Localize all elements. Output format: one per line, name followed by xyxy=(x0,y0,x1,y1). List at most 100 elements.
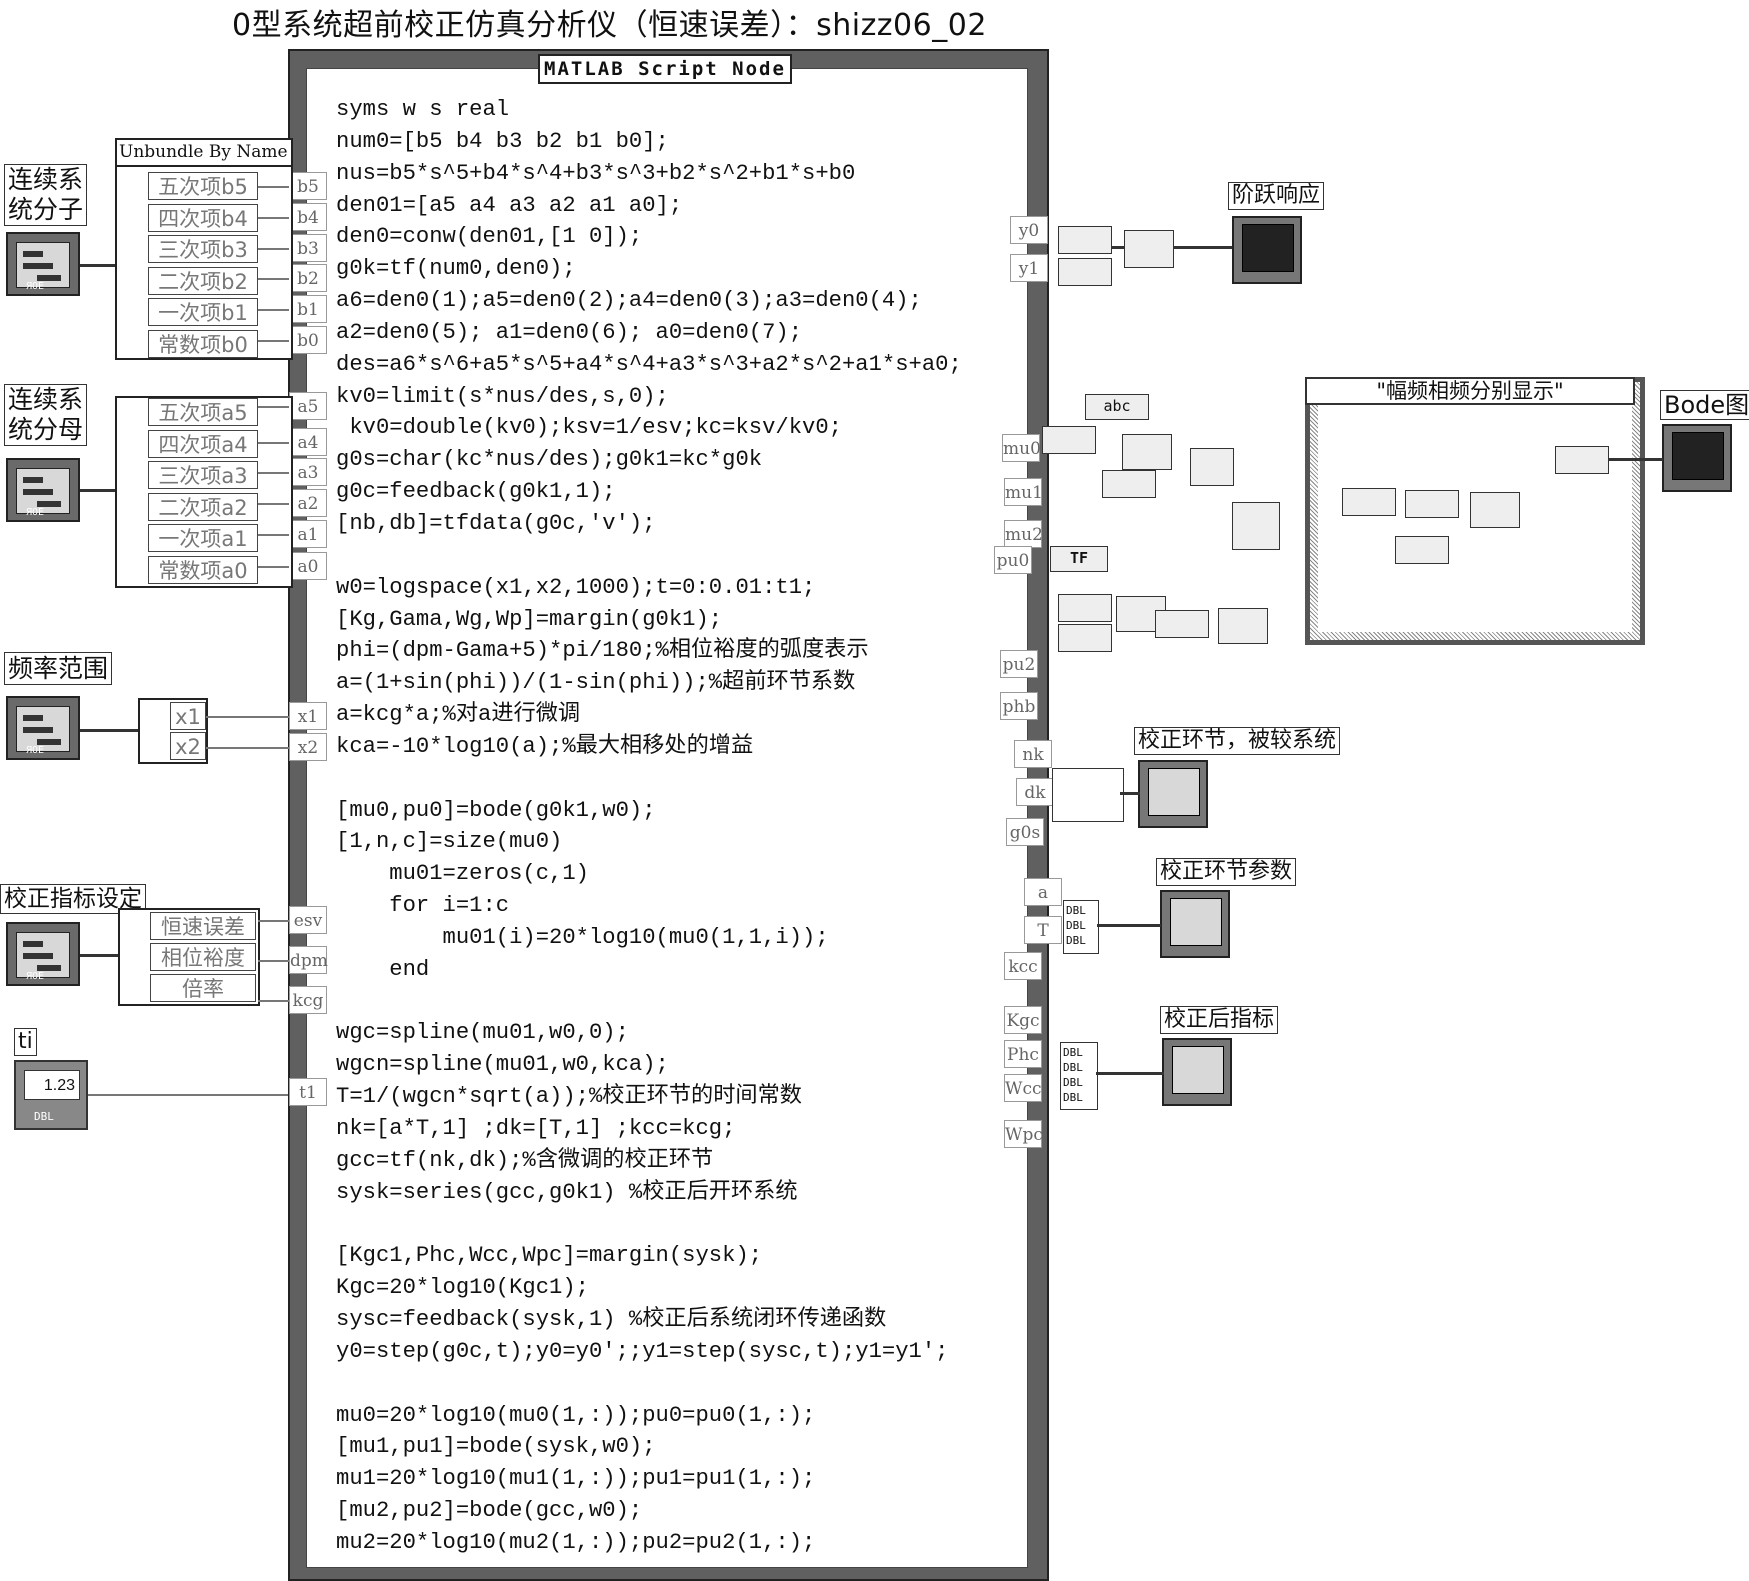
script-node-output-terminal[interactable]: g0s xyxy=(1006,818,1044,846)
unbundle-element: 三次项a3 xyxy=(148,461,258,490)
bundle-node-bode[interactable] xyxy=(1470,492,1520,528)
bundle-node-params[interactable]: DBL DBL DBL xyxy=(1063,900,1099,954)
script-node-output-terminal[interactable]: mu2 xyxy=(1004,520,1043,548)
bundle-node-mu2[interactable] xyxy=(1190,448,1234,486)
bundle-node-compare[interactable] xyxy=(1052,768,1124,822)
script-node-input-terminal[interactable]: b5 xyxy=(289,172,327,200)
script-node-output-terminal[interactable]: a xyxy=(1024,878,1062,906)
build-array-node-pu1[interactable] xyxy=(1058,624,1112,652)
build-array-node-y0[interactable] xyxy=(1058,226,1112,254)
script-node-input-terminal[interactable]: x2 xyxy=(289,733,327,761)
select-node[interactable] xyxy=(1232,502,1280,550)
script-node-input-terminal[interactable]: b2 xyxy=(289,264,327,292)
script-node-output-terminal[interactable]: T xyxy=(1024,916,1062,944)
string-constant[interactable]: abc xyxy=(1085,394,1149,420)
after-cluster-indicator[interactable] xyxy=(1162,1038,1232,1106)
script-node-output-terminal[interactable]: Kgc xyxy=(1004,1006,1042,1034)
script-node-output-terminal[interactable]: mu1 xyxy=(1004,478,1043,506)
type-tag: ЯОЕ xyxy=(26,971,45,982)
script-node-output-terminal[interactable]: pu0 xyxy=(994,546,1032,574)
script-node-output-terminal[interactable]: Wcc xyxy=(1004,1074,1042,1102)
numerator-cluster-control[interactable]: ЯОЕ xyxy=(6,232,80,296)
script-node-input-terminal[interactable]: a3 xyxy=(289,458,327,486)
vi-title: 0型系统超前校正仿真分析仪（恒速误差）：shizz06_02 xyxy=(232,8,987,43)
bode-label: Bode图 xyxy=(1660,390,1749,420)
unbundle-element: 倍率 xyxy=(150,974,256,1002)
build-array-node-mu2[interactable] xyxy=(1102,470,1156,498)
script-node-input-terminal[interactable]: b1 xyxy=(289,295,327,323)
script-node-input-terminal[interactable]: a2 xyxy=(289,489,327,517)
build-array-node-2[interactable] xyxy=(1405,490,1459,518)
script-node-output-terminal[interactable]: y0 xyxy=(1010,216,1048,244)
build-array-node-mu[interactable] xyxy=(1042,426,1096,454)
unbundle-element: 二次项b2 xyxy=(148,266,258,295)
tf-constant[interactable]: TF xyxy=(1050,546,1108,572)
script-node-output-terminal[interactable]: Phc xyxy=(1004,1040,1042,1068)
build-array-node-pu0[interactable] xyxy=(1058,594,1112,622)
script-node-input-terminal[interactable]: a1 xyxy=(289,520,327,548)
dbl-tag: DBL xyxy=(1063,1061,1083,1074)
denominator-cluster-control[interactable]: ЯОЕ xyxy=(6,458,80,522)
spec-cluster-control[interactable]: ЯОЕ xyxy=(6,922,80,986)
dbl-tag: DBL xyxy=(1066,934,1086,947)
params-label: 校正环节参数 xyxy=(1156,858,1297,886)
case-selector[interactable]: "幅频相频分别显示" xyxy=(1305,377,1635,405)
script-node-output-terminal[interactable]: kcc xyxy=(1004,952,1042,980)
params-cluster-indicator[interactable] xyxy=(1160,890,1230,958)
bundle-node-mu[interactable] xyxy=(1122,434,1172,470)
script-node-input-terminal[interactable]: a0 xyxy=(289,552,327,580)
script-node-output-terminal[interactable]: Wpc xyxy=(1004,1120,1043,1148)
matlab-script-code[interactable]: syms w s real num0=[b5 b4 b3 b2 b1 b0]; … xyxy=(336,97,962,1555)
script-node-input-terminal[interactable]: esv xyxy=(289,906,327,934)
script-node-output-terminal[interactable]: dk xyxy=(1016,778,1054,806)
script-node-input-terminal[interactable]: dpm xyxy=(289,946,328,974)
script-node-output-terminal[interactable]: nk xyxy=(1014,740,1052,768)
unbundle-element: 常数项a0 xyxy=(148,556,258,584)
script-node-input-terminal[interactable]: a5 xyxy=(289,392,327,420)
unbundle-title: Unbundle By Name xyxy=(117,140,291,167)
wire xyxy=(80,264,132,267)
build-array-node-pu2[interactable] xyxy=(1155,610,1209,638)
script-node-input-terminal[interactable]: b4 xyxy=(289,203,327,231)
script-node-input-terminal[interactable]: kcg xyxy=(289,986,327,1014)
script-node-input-terminal[interactable]: t1 xyxy=(289,1078,327,1106)
build-array-node-bode[interactable] xyxy=(1555,446,1609,474)
bundle-node-after[interactable]: DBL DBL DBL DBL xyxy=(1060,1042,1098,1110)
script-node-output-terminal[interactable]: pu2 xyxy=(1000,650,1038,678)
unbundle-element: 二次项a2 xyxy=(148,492,258,521)
wire xyxy=(1120,792,1140,795)
spec-label: 校正指标设定 xyxy=(0,884,146,914)
bundle-node-step[interactable] xyxy=(1124,230,1174,268)
wire xyxy=(258,248,289,250)
step-response-graph-indicator[interactable] xyxy=(1232,216,1302,284)
unbundle-element: x1 xyxy=(170,702,206,730)
bode-graph-indicator[interactable] xyxy=(1662,424,1732,492)
unbundle-element: 一次项a1 xyxy=(148,524,258,553)
step-response-label: 阶跃响应 xyxy=(1228,182,1325,210)
build-array-node-1[interactable] xyxy=(1342,488,1396,516)
wire xyxy=(1096,1072,1164,1075)
script-node-input-terminal[interactable]: b0 xyxy=(289,326,327,354)
script-node-input-terminal[interactable]: a4 xyxy=(289,428,327,456)
script-node-output-terminal[interactable]: phb xyxy=(1000,692,1038,720)
freq-range-cluster-control[interactable]: ЯОЕ xyxy=(6,696,80,760)
script-node-input-terminal[interactable]: x1 xyxy=(289,702,327,730)
script-node-output-terminal[interactable]: mu0 xyxy=(1002,434,1041,462)
numerator-control-label: 连续系 统分子 xyxy=(4,164,88,226)
unbundle-element: 三次项b3 xyxy=(148,235,258,264)
wire xyxy=(258,566,289,568)
wire xyxy=(80,489,132,492)
wire xyxy=(258,309,289,311)
ti-numeric-control[interactable]: 1.23 DBL xyxy=(14,1060,88,1130)
build-array-node-3[interactable] xyxy=(1395,536,1449,564)
dbl-tag: DBL xyxy=(1066,904,1086,917)
build-array-node-y1[interactable] xyxy=(1058,258,1112,286)
compare-cluster-indicator[interactable] xyxy=(1138,760,1208,828)
script-node-input-terminal[interactable]: b3 xyxy=(289,234,327,262)
unbundle-element: 恒速误差 xyxy=(150,912,256,940)
bundle-node-pu2[interactable] xyxy=(1218,608,1268,644)
type-tag: ЯОЕ xyxy=(26,507,45,518)
type-tag: ЯОЕ xyxy=(26,281,45,292)
matlab-script-node-body[interactable] xyxy=(306,68,1028,1568)
script-node-output-terminal[interactable]: y1 xyxy=(1010,254,1048,282)
